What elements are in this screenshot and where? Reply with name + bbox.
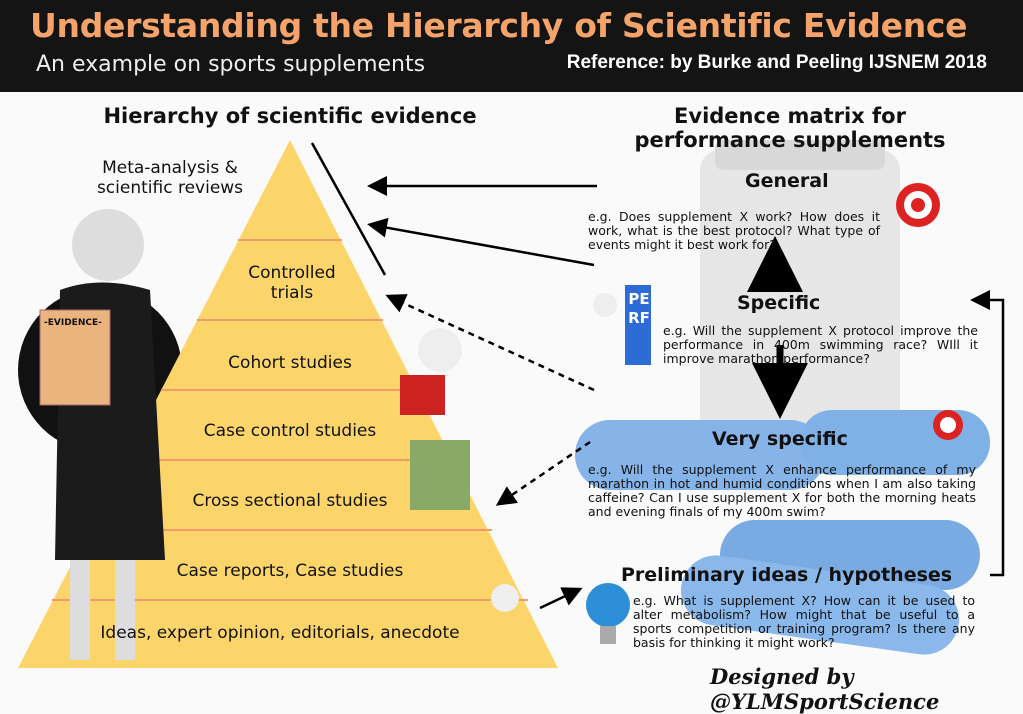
bottle-cap [715,140,885,170]
pill-illustration [575,420,825,490]
pyramid-level-2: Controlled trials [248,263,336,303]
header-banner: Understanding the Hierarchy of Scientifi… [0,0,1023,92]
page-title: Understanding the Hierarchy of Scientifi… [30,6,968,45]
target-icon [933,410,963,440]
section-very-specific-title: Very specific [712,428,848,450]
reference: Reference: by Burke and Peeling IJSNEM 2… [566,52,987,73]
section-specific-title: Specific [737,292,821,314]
section-preliminary-title: Preliminary ideas / hypotheses [621,564,953,586]
pill-illustration [681,555,959,655]
pyramid-level-6: Case reports, Case studies [176,561,404,581]
evidence-document-label: -EVIDENCE- [44,318,102,328]
section-specific-text: e.g. Will the supplement X protocol impr… [663,323,978,366]
pyramid-level-4: Case control studies [203,421,377,441]
section-general-text: e.g. Does supplement X work? How does it… [588,209,880,252]
section-general-title: General [745,170,829,192]
designer-credit: Designed by @YLMSportScience [710,664,940,714]
target-icon [896,183,940,227]
thinking-figure-illustration [491,584,519,612]
section-preliminary-text: e.g. What is supplement X? How can it be… [633,593,975,650]
subtitle: An example on sports supplements [36,52,426,77]
perf-blocks-label: PERF [628,290,650,327]
person-with-evidence-illustration [39,209,165,660]
section-very-specific-text: e.g. Will the supplement X enhance perfo… [588,462,976,519]
pyramid-level-1: Meta-analysis & scientific reviews [96,158,244,198]
lightbulb-icon [586,583,630,644]
arrows [310,142,1005,610]
pyramid-level-5: Cross sectional studies [192,491,388,511]
pyramid-level-3: Cohort studies [228,353,352,373]
perf-blocks-illustration [593,285,651,365]
pyramid-level-7: Ideas, expert opinion, editorials, anecd… [100,623,460,643]
matrix-heading: Evidence matrix for performance suppleme… [634,104,946,152]
reading-figure-illustration [400,328,470,510]
bottle-illustration [700,150,900,470]
pyramid-heading: Hierarchy of scientific evidence [103,104,477,128]
